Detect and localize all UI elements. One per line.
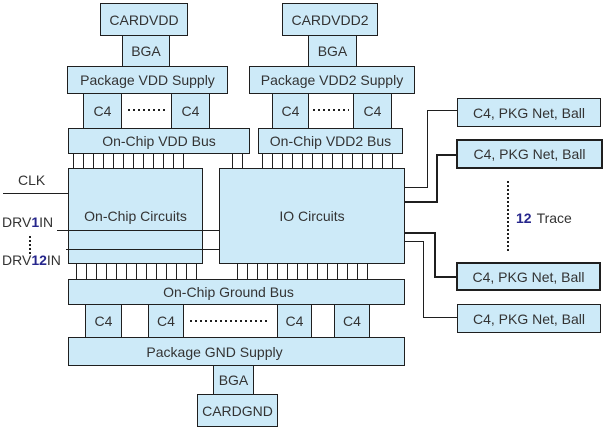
drv12in-label: DRV12IN <box>2 252 61 268</box>
package-vdd-supply-box: Package VDD Supply <box>67 66 228 94</box>
drv1in-line <box>57 230 219 231</box>
c4-vdd2-left-box: C4 <box>272 93 309 129</box>
drv1-prefix: DRV <box>2 214 32 230</box>
io-ball3-riser-line <box>434 232 436 278</box>
io-ball2-entry-line <box>436 154 458 156</box>
io-ball2-stub-line <box>405 201 437 203</box>
io-ball4-riser-line <box>423 241 424 318</box>
c4-vdd-ellipsis-dots <box>128 109 166 111</box>
c4-gnd-box-4: C4 <box>334 304 370 338</box>
io-to-gnd-bus-ticks <box>237 263 371 280</box>
cardgnd-box: CARDGND <box>197 394 278 427</box>
drv12-suffix: IN <box>46 252 61 268</box>
vdd-bus-to-onchip-ticks <box>73 153 186 169</box>
vdd-bus-to-io-ticks <box>232 153 245 169</box>
clk-line <box>3 193 68 194</box>
trace-ellipsis-dots <box>507 181 509 251</box>
cardvdd2-box: CARDVDD2 <box>282 3 378 36</box>
io-ball2-riser-line <box>436 154 438 203</box>
c4-pkg-net-ball-box-4: C4, PKG Net, Ball <box>457 304 601 333</box>
drv1-suffix: IN <box>39 214 54 230</box>
c4-vdd-left-box: C4 <box>83 93 122 129</box>
io-ball1-stub-line <box>405 187 428 188</box>
c4-pkg-net-ball-box-2: C4, PKG Net, Ball <box>456 139 603 169</box>
onchip-to-gnd-bus-ticks <box>76 263 201 280</box>
onchip-ground-bus-box: On-Chip Ground Bus <box>68 279 405 305</box>
drv1-number: 1 <box>31 214 40 230</box>
bga-vdd-box: BGA <box>122 35 170 67</box>
onchip-circuits-box: On-Chip Circuits <box>68 168 203 264</box>
clk-label: CLK <box>18 172 46 188</box>
c4-vdd2-ellipsis-dots <box>313 109 349 111</box>
bga-gnd-box: BGA <box>213 365 254 395</box>
io-circuits-box: IO Circuits <box>219 168 405 264</box>
drv1in-label: DRV1IN <box>2 214 54 230</box>
bga-vdd2-box: BGA <box>308 35 357 67</box>
drv12-number: 12 <box>31 252 47 268</box>
io-ball3-stub-line <box>405 232 436 234</box>
io-ball1-entry-line <box>427 110 457 111</box>
trace-count: 12 <box>516 210 532 226</box>
c4-vdd2-right-box: C4 <box>353 93 392 129</box>
package-gnd-supply-box: Package GND Supply <box>68 337 405 366</box>
cardvdd-box: CARDVDD <box>100 3 188 36</box>
io-ball1-riser-line <box>427 110 428 188</box>
package-vdd2-supply-box: Package VDD2 Supply <box>249 66 415 94</box>
io-ball4-entry-line <box>423 317 458 318</box>
vdd2-bus-to-io-ticks <box>262 153 395 169</box>
trace-text: Trace <box>536 210 572 226</box>
onchip-vdd-bus-box: On-Chip VDD Bus <box>68 128 250 154</box>
onchip-vdd2-bus-box: On-Chip VDD2 Bus <box>258 128 403 154</box>
c4-gnd-box-3: C4 <box>277 304 312 338</box>
c4-pkg-net-ball-box-1: C4, PKG Net, Ball <box>457 98 601 127</box>
drv-ellipsis-dots <box>29 234 31 254</box>
c4-pkg-net-ball-box-3: C4, PKG Net, Ball <box>456 262 601 291</box>
c4-gnd-box-2: C4 <box>148 304 184 338</box>
c4-gnd-ellipsis-dots <box>190 320 270 322</box>
c4-vdd-right-box: C4 <box>171 93 210 129</box>
drv12-prefix: DRV <box>2 252 32 268</box>
drv12in-line <box>66 249 219 250</box>
io-ball3-entry-line <box>434 276 458 278</box>
c4-gnd-box-1: C4 <box>85 304 122 338</box>
io-ball4-stub-line <box>405 241 424 242</box>
